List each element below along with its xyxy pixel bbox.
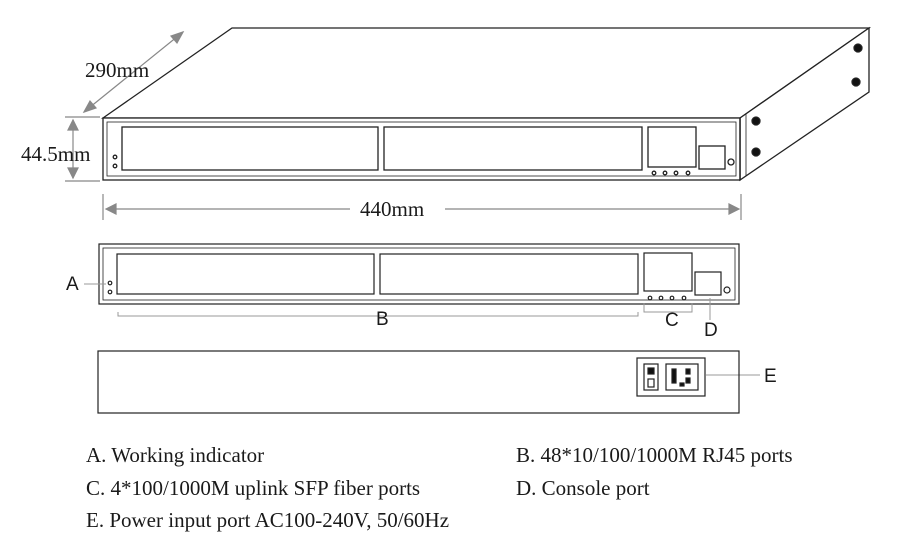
mount-hole xyxy=(751,116,761,126)
rj45-port-block-right xyxy=(383,126,643,171)
chassis-3d-view xyxy=(100,26,872,182)
legend-item-e: E. Power input port AC100-240V, 50/60Hz xyxy=(86,508,450,532)
callout-leaders xyxy=(84,283,760,376)
rj45-port-block-left xyxy=(121,126,379,171)
callout-a: A xyxy=(66,274,79,295)
rj45-port-block-right xyxy=(379,253,639,295)
indicator-led xyxy=(107,280,113,286)
front-panel-outline xyxy=(98,243,740,305)
height-label: 44.5mm xyxy=(21,142,90,166)
chassis-top-face xyxy=(100,27,872,119)
callout-b: B xyxy=(376,309,389,330)
dimension-lines xyxy=(65,30,742,220)
console-port xyxy=(698,145,726,170)
mount-hole xyxy=(851,77,861,87)
rear-panel-view xyxy=(97,350,740,414)
indicator-led xyxy=(112,154,118,160)
indicator-led xyxy=(112,163,118,169)
callout-c: C xyxy=(665,310,679,331)
power-switch-icon xyxy=(643,363,659,391)
power-module xyxy=(636,357,706,397)
power-socket-icon xyxy=(665,363,699,391)
legend-item-a: A. Working indicator xyxy=(86,443,265,467)
console-port xyxy=(694,271,722,296)
legend-item-c: C. 4*100/1000M uplink SFP fiber ports xyxy=(86,476,421,500)
mount-hole xyxy=(853,43,863,53)
callout-e: E xyxy=(764,366,777,387)
sfp-port-block xyxy=(643,252,693,292)
callout-d: D xyxy=(704,320,718,341)
legend-item-d: D. Console port xyxy=(516,476,650,500)
legend-item-b: B. 48*10/100/1000M RJ45 ports xyxy=(516,443,793,467)
sfp-port-block xyxy=(647,126,697,168)
front-panel-view xyxy=(98,243,740,305)
rear-panel-outline xyxy=(97,350,740,414)
indicator-led xyxy=(107,289,113,295)
mount-hole xyxy=(751,147,761,157)
depth-label: 290mm xyxy=(85,58,149,82)
width-label: 440mm xyxy=(360,197,424,221)
rj45-port-block-left xyxy=(116,253,375,295)
